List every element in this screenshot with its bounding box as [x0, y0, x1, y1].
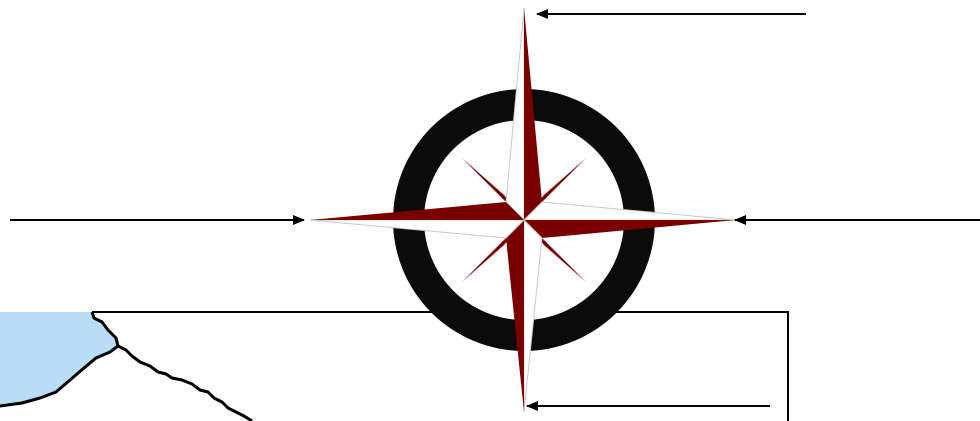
cardinal-points	[310, 8, 736, 412]
map-fragment	[0, 312, 788, 421]
map-water	[0, 312, 118, 406]
map-border-line	[118, 346, 252, 421]
map-boundary-line	[92, 312, 788, 421]
